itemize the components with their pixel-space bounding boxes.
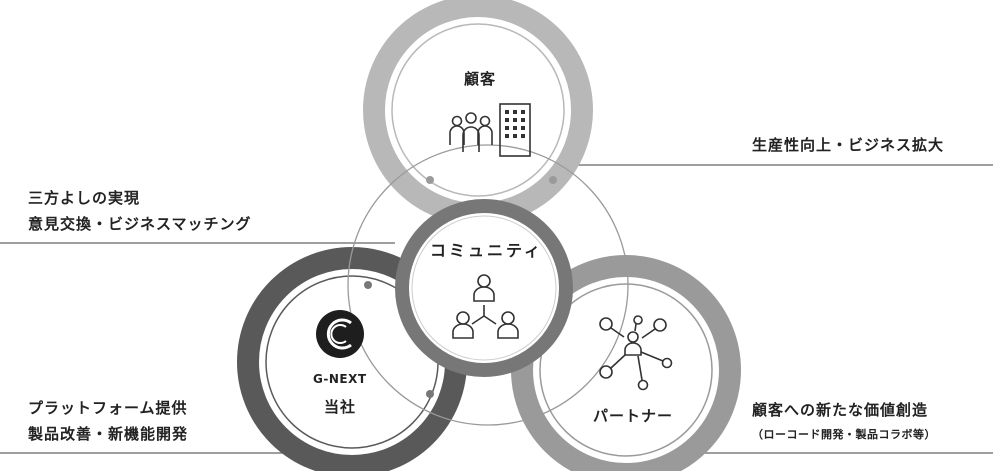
community-label: コミュニティ	[430, 241, 544, 260]
connection-dot-customer	[426, 176, 434, 184]
relation-company-line2: 製品改善・新機能開発	[28, 425, 189, 443]
connection-dot-company	[426, 390, 434, 398]
relation-partner-line1: 顧客への新たな価値創造	[752, 401, 929, 419]
relation-left-line2: 意見交換・ビジネスマッチング	[28, 215, 252, 233]
g-next-brand-text: G-NEXT	[313, 372, 367, 386]
relation-customer-benefit: 生産性向上・ビジネス拡大	[752, 136, 945, 154]
relation-left-line1: 三方よしの実現	[28, 189, 141, 207]
partner-ring	[511, 255, 741, 471]
relation-partner-line2: （ローコード開発・製品コラボ等）	[752, 428, 936, 441]
connection-dot-left	[364, 281, 372, 289]
customer-label: 顧客	[463, 70, 496, 88]
building-icon	[499, 103, 531, 157]
partner-label: パートナー	[592, 407, 673, 425]
connection-ring	[347, 144, 629, 426]
company-label: 当社	[323, 398, 356, 416]
relation-company-line1: プラットフォーム提供	[28, 399, 188, 417]
partner-hub-icon	[599, 315, 673, 391]
community-ring	[395, 199, 573, 377]
community-network-icon	[452, 274, 519, 339]
customer-people-icon	[449, 112, 493, 152]
connection-dot-partner	[549, 176, 557, 184]
g-next-logo-icon	[316, 310, 364, 358]
